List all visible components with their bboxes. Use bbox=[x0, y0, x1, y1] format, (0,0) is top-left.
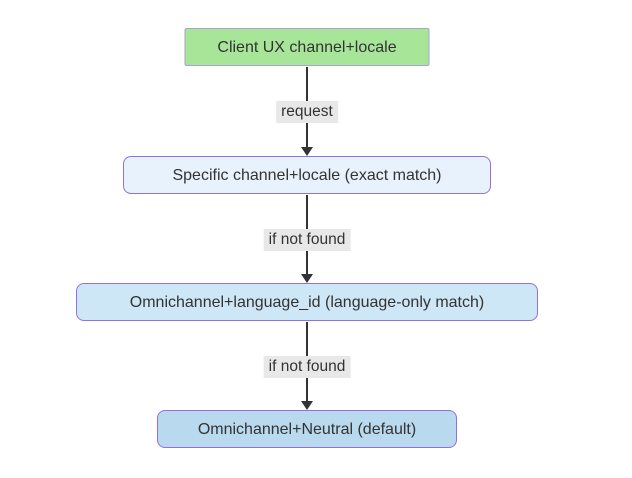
arrowhead-down-icon bbox=[301, 401, 313, 410]
edge-label-request: request bbox=[276, 101, 338, 123]
node-client-ux-channel-locale: Client UX channel+locale bbox=[184, 28, 430, 66]
arrowhead-down-icon bbox=[301, 274, 313, 283]
node-label: Omnichannel+Neutral (default) bbox=[197, 421, 417, 438]
node-omnichannel-language-id: Omnichannel+language_id (language-only m… bbox=[76, 283, 538, 321]
edge-label-if-not-found-1: if not found bbox=[263, 229, 351, 251]
arrowhead-down-icon bbox=[301, 147, 313, 156]
edge-label-if-not-found-2: if not found bbox=[263, 356, 351, 378]
node-label: Omnichannel+language_id (language-only m… bbox=[129, 294, 485, 311]
node-omnichannel-neutral-default: Omnichannel+Neutral (default) bbox=[157, 410, 457, 448]
node-specific-channel-locale: Specific channel+locale (exact match) bbox=[123, 156, 491, 194]
node-label: Specific channel+locale (exact match) bbox=[172, 167, 442, 184]
node-label: Client UX channel+locale bbox=[217, 39, 397, 56]
